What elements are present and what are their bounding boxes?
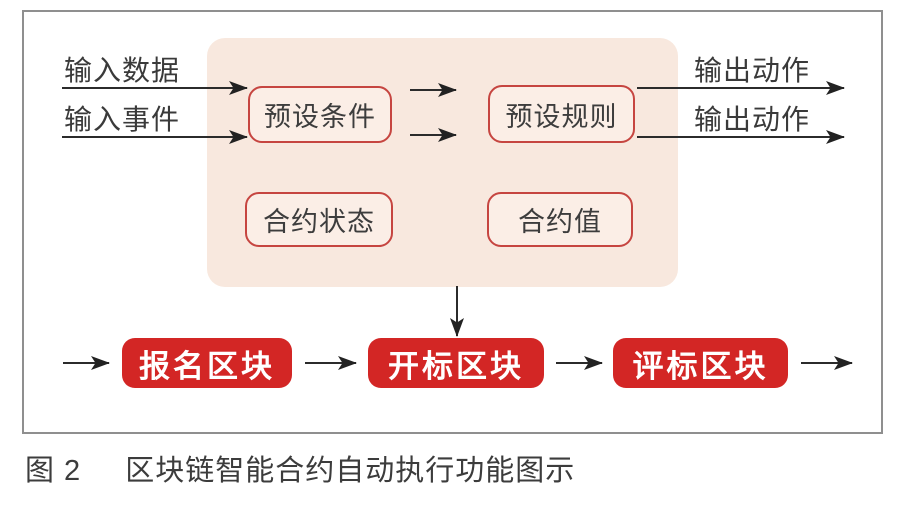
output-action-label-1: 输出动作 <box>694 55 811 86</box>
bid-evaluation-block: 评标区块 <box>613 338 788 388</box>
output-action-label-2: 输出动作 <box>694 104 811 135</box>
registration-block: 报名区块 <box>122 338 292 388</box>
figure-caption-label: 图 2 <box>25 455 82 487</box>
smart-contract-panel <box>207 38 678 287</box>
preset-rules-box: 预设规则 <box>488 85 635 143</box>
contract-value-box: 合约值 <box>487 192 633 247</box>
bid-opening-block: 开标区块 <box>368 338 544 388</box>
figure-caption: 图 2 区块链智能合约自动执行功能图示 <box>25 447 575 489</box>
contract-state-box: 合约状态 <box>245 192 393 247</box>
input-data-label: 输入数据 <box>64 55 181 86</box>
input-event-label: 输入事件 <box>64 104 181 135</box>
figure-caption-text: 区块链智能合约自动执行功能图示 <box>125 455 576 487</box>
preset-conditions-box: 预设条件 <box>248 86 392 143</box>
